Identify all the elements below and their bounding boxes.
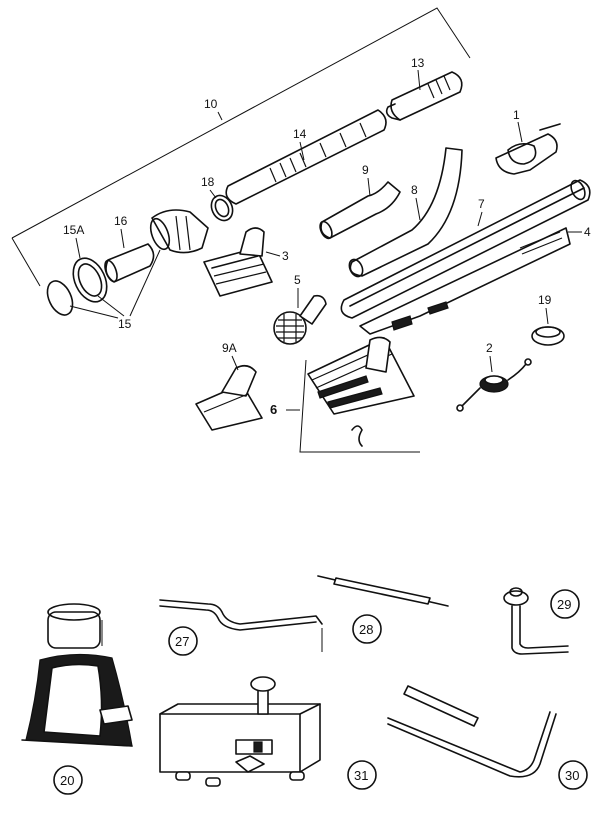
label-7: 7	[478, 197, 485, 211]
part-1-clip: 1	[495, 108, 561, 175]
label-13: 13	[411, 56, 425, 70]
part-5-dusting-brush: 5	[273, 273, 327, 345]
label-16: 16	[114, 214, 128, 228]
part-16-short-tube: 16	[104, 214, 155, 283]
callout-circle-29	[550, 589, 580, 619]
label-15a: 15A	[63, 223, 84, 237]
label-6: 6	[270, 402, 277, 417]
part-2-spring: 2	[456, 341, 532, 412]
label-9a: 9A	[222, 341, 237, 355]
label-5: 5	[294, 273, 301, 287]
label-20: 20	[60, 773, 74, 788]
label-31: 31	[354, 768, 368, 783]
label-3: 3	[282, 249, 289, 263]
part-9-elbow: 9	[319, 163, 401, 240]
callout-circle-20	[53, 765, 83, 795]
part-29-l-bracket: 29	[503, 587, 580, 655]
part-swivel-fitting	[149, 209, 209, 254]
part-9a-upholstery-tool: 9A	[195, 341, 263, 431]
label-19: 19	[538, 293, 552, 307]
label-30: 30	[565, 768, 579, 783]
part-20-canister-head: 20	[21, 603, 133, 795]
part-31-base-block: 31	[159, 676, 377, 790]
label-14: 14	[293, 127, 307, 141]
callout-circle-31	[347, 760, 377, 790]
label-8: 8	[411, 183, 418, 197]
label-2: 2	[486, 341, 493, 355]
label-15-group: 15	[69, 249, 161, 331]
label-15: 15	[118, 317, 132, 331]
part-gasket	[46, 280, 74, 316]
part-6-rug-tool: 6	[270, 336, 420, 453]
label-27: 27	[175, 634, 189, 649]
part-4-crevice-tool: 4	[359, 225, 591, 335]
callout-circle-30	[558, 760, 588, 790]
part-30-l-rod: 30	[387, 685, 588, 790]
part-3-floor-tool: 3	[203, 227, 289, 297]
part-13-tube-end: 13	[385, 56, 463, 121]
label-29: 29	[557, 597, 571, 612]
label-18: 18	[201, 175, 215, 189]
callout-circle-28	[352, 614, 382, 644]
part-28-thin-rod: 28	[317, 575, 449, 644]
part-15a-ring: 15A	[63, 223, 108, 303]
label-4: 4	[584, 225, 591, 239]
part-14-wand-tube: 14	[225, 109, 387, 205]
part-18-ring: 18	[201, 175, 234, 222]
part-19-ring: 19	[531, 293, 565, 346]
part-8-curved-wand: 8	[348, 147, 463, 278]
label-1: 1	[513, 108, 520, 122]
group-10-bracket: 10	[11, 7, 471, 287]
label-10: 10	[204, 97, 218, 111]
part-27-bent-rod: 27	[159, 599, 323, 656]
callout-circle-27	[168, 626, 198, 656]
label-9: 9	[362, 163, 369, 177]
part-7-straight-wand: 7	[340, 179, 591, 319]
label-28: 28	[359, 622, 373, 637]
